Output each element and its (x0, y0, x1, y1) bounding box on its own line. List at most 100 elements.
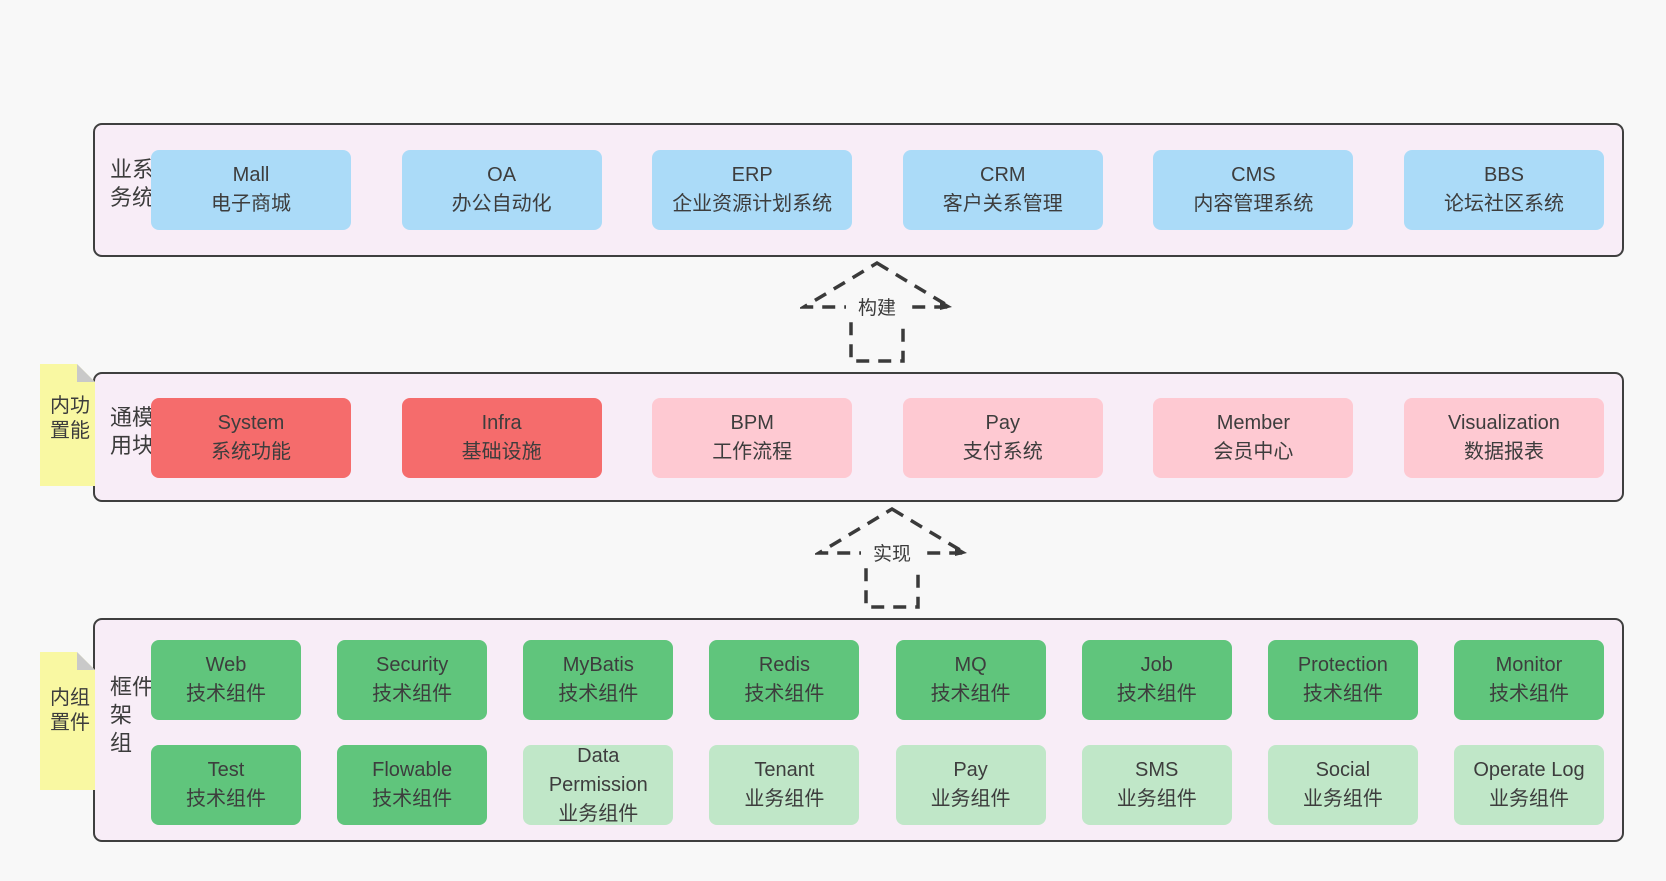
box-data-permission: Data Permission 业务组件 (523, 745, 674, 825)
box-pay-component: Pay 业务组件 (895, 745, 1046, 825)
box-system: System 系统功能 (151, 398, 351, 478)
note-fold-icon (77, 364, 95, 382)
box-subtitle: 技术组件 (1488, 683, 1569, 705)
note-text: 内置功能 (46, 394, 89, 445)
box-operate-log: Operate Log 业务组件 (1453, 745, 1604, 825)
box-title: OA (487, 164, 517, 186)
box-title: System (217, 412, 285, 434)
arrow-build-icon: 构建 (800, 260, 954, 363)
box-infra: Infra 基础设施 (401, 398, 602, 478)
box-job: Job 技术组件 (1081, 640, 1232, 720)
box-title: ERP (731, 164, 773, 186)
note-paper (40, 652, 95, 790)
box-bpm: BPM 工作流程 (652, 398, 853, 478)
box-monitor: Monitor 技术组件 (1453, 640, 1604, 720)
note-built-in-components: 内置组件 (40, 652, 95, 790)
layer-common-modules: 通用模块 System 系统功能 Infra 基础设施 BPM 工作流程 Pay… (93, 372, 1624, 502)
box-security: Security 技术组件 (337, 640, 488, 720)
box-title: Protection (1297, 654, 1388, 676)
box-flowable: Flowable 技术组件 (337, 745, 488, 825)
box-title: Visualization (1448, 412, 1560, 434)
box-title: Job (1140, 654, 1173, 676)
box-title: Infra (481, 412, 522, 434)
components-row-2: Test 技术组件 Flowable 技术组件 Data Permission … (151, 745, 1604, 825)
box-test: Test 技术组件 (151, 745, 301, 825)
box-subtitle: 内容管理系统 (1193, 193, 1314, 215)
note-paper (40, 364, 95, 486)
box-title: Flowable (372, 759, 453, 781)
arrow-label-bg (861, 540, 923, 566)
box-visualization: Visualization 数据报表 (1403, 398, 1604, 478)
box-mall: Mall 电子商城 (151, 150, 351, 230)
box-subtitle: 技术组件 (186, 683, 266, 705)
box-subtitle: 技术组件 (1116, 683, 1197, 705)
box-subtitle: 技术组件 (744, 683, 825, 705)
box-subtitle: 基础设施 (461, 441, 542, 463)
box-mq: MQ 技术组件 (895, 640, 1046, 720)
box-sms: SMS 业务组件 (1081, 745, 1232, 825)
box-crm: CRM 客户关系管理 (902, 150, 1103, 230)
box-subtitle: 会员中心 (1213, 441, 1294, 463)
box-subtitle: 电子商城 (211, 193, 291, 215)
layer-components-label: 框架组件 (107, 675, 154, 759)
box-title: Tenant (754, 759, 815, 781)
box-subtitle: 技术组件 (1302, 683, 1383, 705)
box-title: MQ (954, 654, 987, 676)
box-title: Operate Log (1473, 759, 1585, 781)
arrow-label-bg (846, 294, 908, 320)
box-title: BPM (730, 412, 774, 434)
box-subtitle: 业务组件 (1302, 788, 1383, 810)
note-fold-icon (77, 652, 95, 670)
box-title: Test (207, 759, 245, 781)
arrow-implement-label: 实现 (873, 543, 911, 565)
box-subtitle: 论坛社区系统 (1443, 193, 1564, 215)
box-title: Social (1315, 759, 1371, 781)
box-pay-module: Pay 支付系统 (902, 398, 1103, 478)
box-subtitle: 技术组件 (930, 683, 1011, 705)
box-subtitle: 支付系统 (962, 441, 1043, 463)
box-subtitle: 企业资源计划系统 (672, 193, 833, 215)
box-social: Social 业务组件 (1267, 745, 1418, 825)
box-title: Redis (758, 654, 810, 676)
box-title: Security (376, 654, 449, 676)
box-subtitle: 业务组件 (744, 788, 825, 810)
box-title: Web (205, 654, 247, 676)
box-title: MyBatis (562, 654, 634, 676)
box-protection: Protection 技术组件 (1267, 640, 1418, 720)
box-subtitle: 业务组件 (558, 802, 639, 825)
components-row-1: Web 技术组件 Security 技术组件 MyBatis 技术组件 Redi… (151, 640, 1604, 720)
box-subtitle: 办公自动化 (451, 193, 552, 215)
box-title: Pay (985, 412, 1021, 434)
box-redis: Redis 技术组件 (709, 640, 860, 720)
modules-row: System 系统功能 Infra 基础设施 BPM 工作流程 Pay 支付系统… (151, 398, 1604, 478)
box-erp: ERP 企业资源计划系统 (652, 150, 853, 230)
layer-business-label: 业务系统 (107, 157, 154, 214)
box-subtitle: 技术组件 (186, 788, 266, 810)
arrow-implement-icon: 实现 (815, 506, 969, 609)
box-title: Pay (953, 759, 988, 781)
box-web: Web 技术组件 (151, 640, 301, 720)
box-title: Monitor (1495, 654, 1563, 676)
arrow-build-label: 构建 (858, 297, 896, 319)
layer-framework-components: 框架组件 Web 技术组件 Security 技术组件 MyBatis 技术组件… (93, 618, 1624, 842)
box-subtitle: 客户关系管理 (942, 193, 1063, 215)
box-subtitle: 工作流程 (712, 441, 793, 463)
box-cms: CMS 内容管理系统 (1153, 150, 1354, 230)
box-title: Member (1216, 412, 1291, 434)
box-mybatis: MyBatis 技术组件 (523, 640, 674, 720)
box-title: CRM (980, 164, 1026, 186)
layer-business-systems: 业务系统 Mall 电子商城 OA 办公自动化 ERP 企业资源计划系统 CRM… (93, 123, 1624, 257)
box-oa: OA 办公自动化 (401, 150, 602, 230)
box-title: SMS (1135, 759, 1179, 781)
box-subtitle: 业务组件 (1116, 788, 1197, 810)
box-title: CMS (1231, 164, 1276, 186)
box-title: Mall (232, 164, 270, 186)
box-title: BBS (1483, 164, 1524, 186)
box-member: Member 会员中心 (1153, 398, 1354, 478)
box-subtitle: 业务组件 (1488, 788, 1569, 810)
note-built-in-features: 内置功能 (40, 364, 95, 486)
box-subtitle: 技术组件 (558, 683, 639, 705)
box-subtitle: 数据报表 (1463, 441, 1544, 463)
box-subtitle: 业务组件 (930, 788, 1011, 810)
